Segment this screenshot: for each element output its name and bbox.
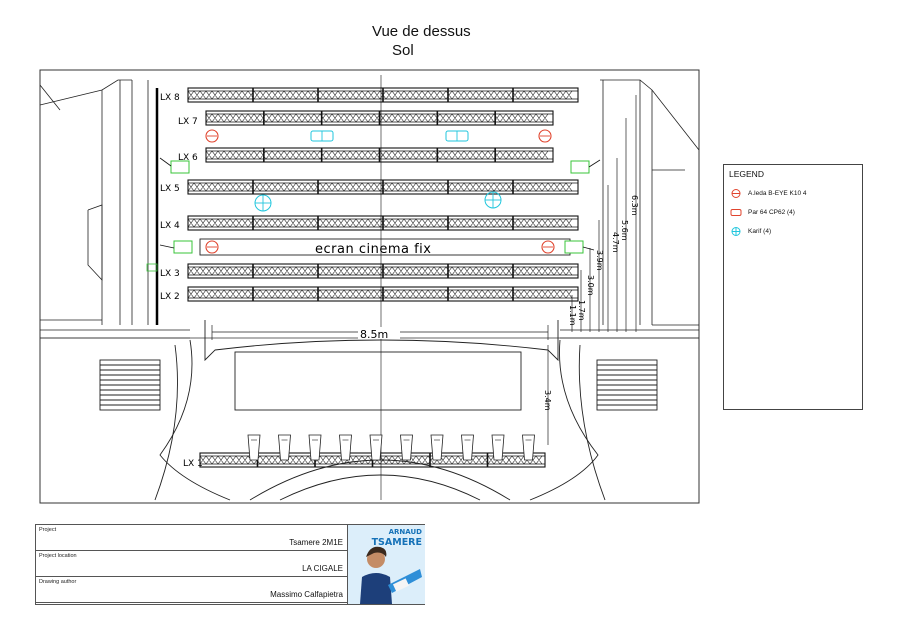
front-depth-label: 3.4m xyxy=(543,390,552,411)
depth-label-6: 1.7m xyxy=(577,300,586,321)
legend-label-beam: A.leda B-EYE K10 4 xyxy=(748,190,807,197)
drawing-subtitle: Sol xyxy=(392,42,414,59)
legend-item-beam: A.leda B-EYE K10 4 xyxy=(730,189,807,198)
green-fixture xyxy=(173,240,193,254)
project-cell: Project Tsamere 2M1E xyxy=(36,525,347,551)
truss-label-3: LX 3 xyxy=(160,269,180,279)
logo-line-2: TSAMERE xyxy=(371,537,422,548)
author-value: Massimo Calfapietra xyxy=(270,590,343,599)
truss-label-1: LX 1 xyxy=(183,459,203,469)
title-block: Project Tsamere 2M1E Project location LA… xyxy=(35,524,425,605)
green-fixture xyxy=(170,160,190,174)
karif-fixture xyxy=(310,130,334,142)
width-dimension-label: 8.5m xyxy=(360,328,388,341)
beam-fixture xyxy=(541,240,555,254)
karif-fixture xyxy=(445,130,469,142)
karif-fixture xyxy=(254,194,272,212)
project-label: Project xyxy=(39,527,57,533)
truss-lx5: LX 5 xyxy=(160,179,579,195)
truss-lx3: LX 3 xyxy=(160,263,579,279)
legend-label-par: Par 64 CP62 (4) xyxy=(748,209,795,216)
logo-artwork xyxy=(348,525,425,604)
beam-fixture xyxy=(538,129,552,143)
drawing-frame xyxy=(39,69,700,504)
beam-fixture xyxy=(205,240,219,254)
truss-label-2: LX 2 xyxy=(160,292,180,302)
green-fixture xyxy=(564,240,584,254)
depth-label-2: 5.6m xyxy=(620,220,629,241)
right-seating xyxy=(596,359,658,411)
beam-fixture xyxy=(205,129,219,143)
lx1-fixture xyxy=(308,434,322,461)
left-seating xyxy=(99,359,161,411)
truss-lx7: LX 7 xyxy=(178,110,554,127)
lx1-fixture-row xyxy=(247,434,535,461)
lx1-fixture xyxy=(369,434,383,461)
depth-label-7: 1.1m xyxy=(568,305,577,326)
lx1-fixture xyxy=(278,434,291,461)
location-value: LA CIGALE xyxy=(302,564,343,573)
truss-lx2: LX 2 xyxy=(160,286,579,302)
lx1-fixture xyxy=(430,434,444,461)
location-label: Project location xyxy=(39,553,77,559)
par-icon xyxy=(730,209,742,216)
stage-front xyxy=(154,320,606,501)
author-cell: Drawing author Massimo Calfapietra xyxy=(36,577,347,603)
logo-line-1: ARNAUD xyxy=(388,528,422,536)
legend-label-karif: Karif (4) xyxy=(748,228,772,235)
location-cell: Project location LA CIGALE xyxy=(36,551,347,577)
depth-label-4: 3.9m xyxy=(595,250,604,271)
truss-label-8: LX 8 xyxy=(160,93,180,103)
drawing-title: Vue de dessus xyxy=(372,23,471,40)
depth-label-1: 6.3m xyxy=(630,195,639,216)
lx1-fixture xyxy=(339,434,352,461)
legend-panel: LEGEND A.leda B-EYE K10 4 Par 64 CP62 (4… xyxy=(723,164,863,410)
legend-title: LEGEND xyxy=(729,169,764,179)
project-value: Tsamere 2M1E xyxy=(289,538,343,547)
show-logo: ARNAUD TSAMERE xyxy=(347,525,425,604)
truss-label-5: LX 5 xyxy=(160,184,180,194)
lx1-fixture xyxy=(247,434,261,461)
small-green-fixture xyxy=(146,263,158,272)
author-label: Drawing author xyxy=(39,579,77,585)
beam-icon xyxy=(731,189,741,198)
screen-label: ecran cinema fix xyxy=(315,242,431,257)
legend-item-karif: Karif (4) xyxy=(730,227,771,236)
truss-label-6: LX 6 xyxy=(178,153,198,163)
depth-label-3: 4.7m xyxy=(611,232,620,253)
karif-fixture xyxy=(484,191,502,209)
truss-label-4: LX 4 xyxy=(160,221,180,231)
lx1-fixture xyxy=(461,434,474,461)
karif-icon xyxy=(731,227,741,236)
lx1-fixture xyxy=(400,434,413,461)
depth-label-5: 3.0m xyxy=(586,275,595,296)
lx1-fixture xyxy=(522,434,535,461)
legend-item-par: Par 64 CP62 (4) xyxy=(730,208,795,217)
green-fixture xyxy=(570,160,590,174)
truss-lx4: LX 4 xyxy=(160,215,579,231)
truss-label-7: LX 7 xyxy=(178,117,198,127)
lx1-fixture xyxy=(491,434,505,461)
truss-lx8: LX 8 xyxy=(160,87,579,103)
truss-lx6: LX 6 xyxy=(178,147,554,163)
